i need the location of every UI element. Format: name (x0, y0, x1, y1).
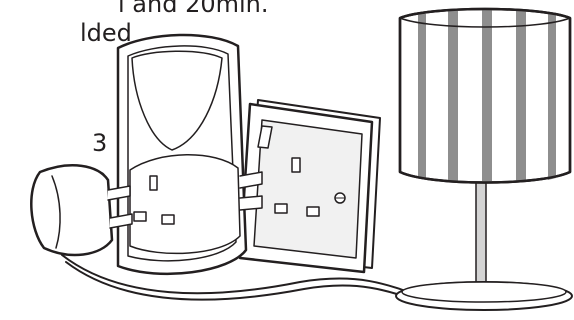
timer-plug-adapter (116, 33, 263, 276)
cable (61, 254, 431, 301)
cable (65, 261, 433, 307)
lamp-plug (30, 164, 133, 257)
table-lamp (395, 7, 573, 311)
wall-socket (238, 99, 381, 274)
instruction-text-line-1: l and 20min. (118, 0, 269, 18)
instruction-text-line-2: lded (80, 19, 132, 47)
instruction-text-line-3: 3 (92, 129, 108, 157)
